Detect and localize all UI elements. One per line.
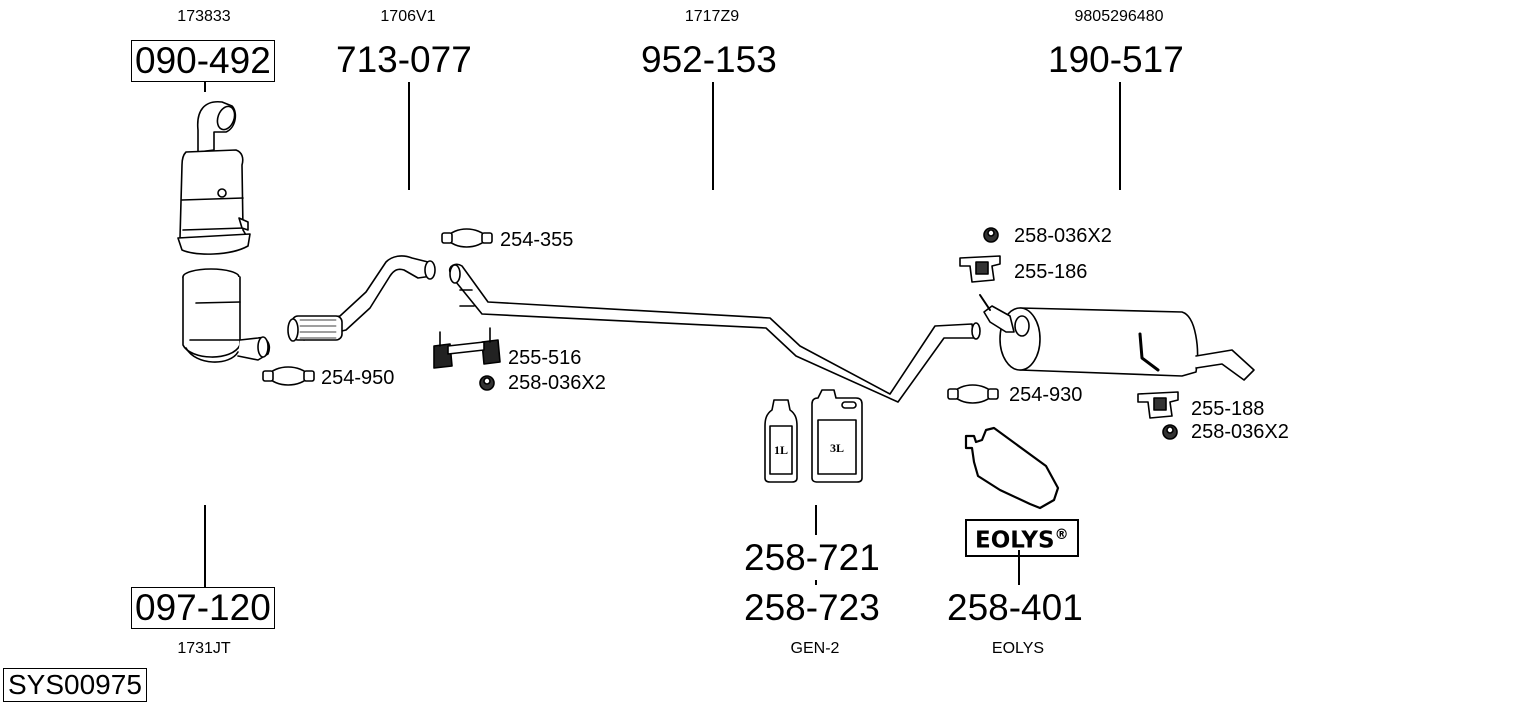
jerrycan-3l-label: 3L: [830, 441, 844, 455]
oem-number-catalyst: 1731JT: [177, 640, 231, 657]
leader-line: [1018, 550, 1020, 585]
part-number-middle-pipe[interactable]: 952-153: [641, 39, 777, 80]
leader-line: [204, 82, 206, 92]
nut-icon: [1162, 424, 1178, 440]
leader-line: [1119, 82, 1121, 190]
part-number-fluid-3l[interactable]: 258-723: [744, 587, 880, 628]
nut-icon: [479, 375, 495, 391]
oem-number-rear-silencer: 9805296480: [1074, 8, 1164, 25]
oem-number-dpf: 173833: [177, 8, 231, 25]
accessory-label-255-186[interactable]: 255-186: [1014, 261, 1088, 283]
accessory-label-258-036-c[interactable]: 258-036X2: [1191, 421, 1289, 443]
hanger-bracket-icon: [1137, 391, 1179, 419]
part-number-additive-tank[interactable]: 258-401: [947, 587, 1083, 628]
oem-number-front-pipe: 1706V1: [380, 8, 436, 25]
leader-line: [204, 505, 206, 587]
clamp-icon: [441, 228, 493, 248]
clamp-icon: [262, 366, 315, 386]
leader-line: [408, 82, 410, 190]
bottle-1l-label: 1L: [774, 443, 788, 457]
middle-pipe-drawing[interactable]: [448, 263, 981, 403]
eolys-tank-icon: [964, 426, 1060, 510]
hanger-bracket-icon: [959, 255, 1001, 283]
clamp-icon: [947, 384, 999, 404]
fluid-bottle-1l-icon: [764, 399, 798, 483]
accessory-label-258-036-a[interactable]: 258-036X2: [508, 372, 606, 394]
leader-line: [815, 580, 817, 585]
oem-number-middle-pipe: 1717Z9: [684, 8, 740, 25]
additive-tank-caption: EOLYS: [991, 640, 1045, 657]
nut-icon: [983, 227, 999, 243]
system-id-label: SYS00975: [3, 668, 147, 702]
part-number-fluid-1l[interactable]: 258-721: [744, 537, 880, 578]
rear-silencer-drawing[interactable]: [979, 294, 1255, 381]
leader-line: [815, 505, 817, 535]
leader-line: [712, 82, 714, 190]
accessory-label-255-516[interactable]: 255-516: [508, 347, 582, 369]
accessory-label-254-950[interactable]: 254-950: [321, 367, 395, 389]
fluid-caption: GEN-2: [790, 640, 840, 657]
accessory-label-254-930[interactable]: 254-930: [1009, 384, 1083, 406]
registered-mark: ®: [1054, 527, 1069, 543]
front-pipe-drawing[interactable]: [287, 255, 436, 342]
part-number-rear-silencer[interactable]: 190-517: [1048, 39, 1184, 80]
eolys-badge-text: EOLYS: [975, 527, 1055, 554]
eolys-brand-badge: EOLYS®: [965, 519, 1079, 557]
dpf-upper-drawing[interactable]: [177, 101, 251, 255]
accessory-label-254-355[interactable]: 254-355: [500, 229, 574, 251]
part-number-front-pipe[interactable]: 713-077: [336, 39, 472, 80]
fluid-jerrycan-3l-icon: [811, 389, 863, 483]
catalyst-lower-drawing[interactable]: [182, 268, 271, 363]
part-number-catalyst[interactable]: 097-120: [131, 587, 275, 629]
accessory-label-258-036-b[interactable]: 258-036X2: [1014, 225, 1112, 247]
accessory-label-255-188[interactable]: 255-188: [1191, 398, 1265, 420]
rubber-mount-icon: [433, 327, 501, 369]
part-number-dpf[interactable]: 090-492: [131, 40, 275, 82]
